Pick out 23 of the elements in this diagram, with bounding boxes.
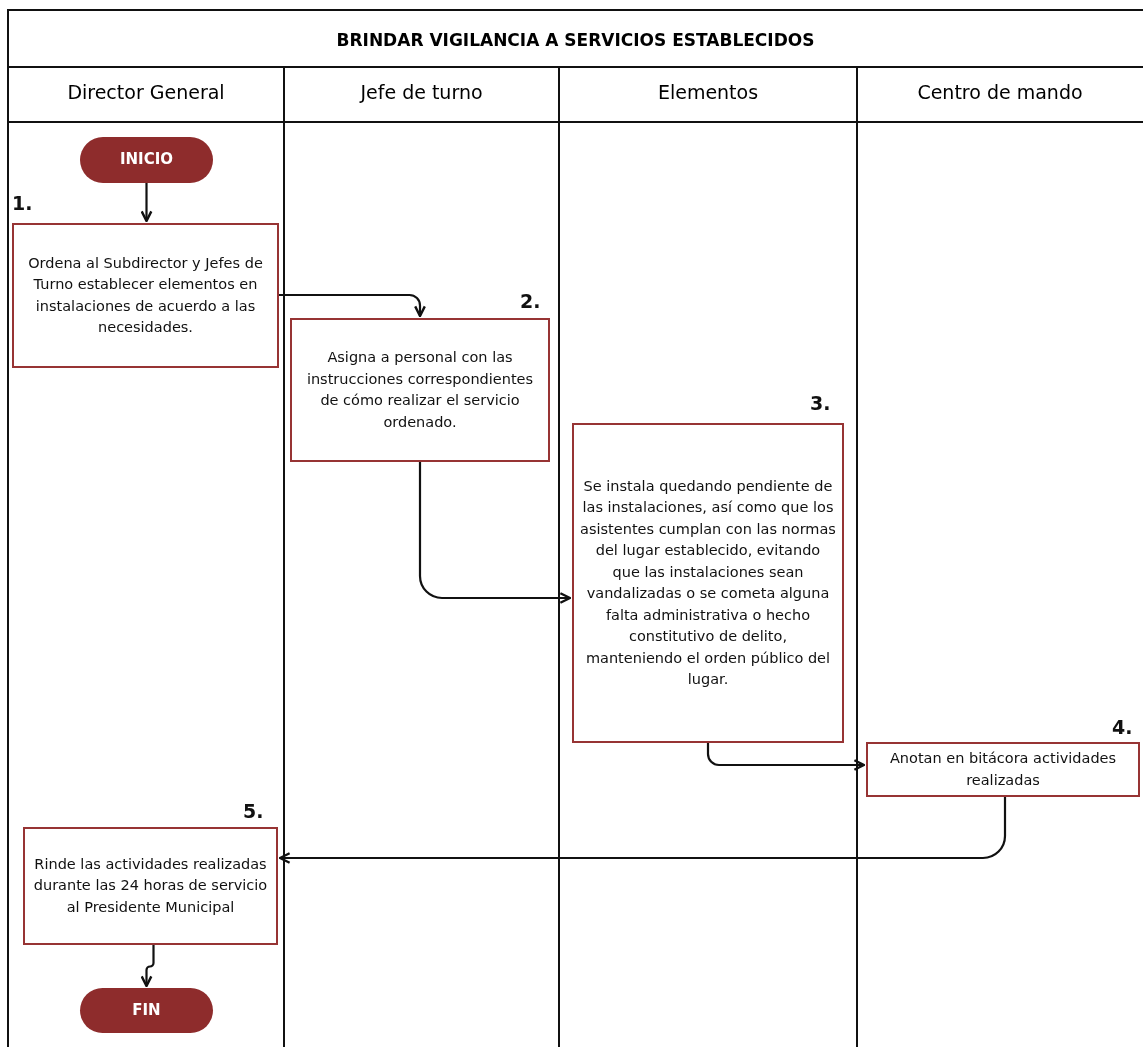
process-box: Anotan en bitácora actividades realizadas [866,742,1140,797]
lane-header: Centro de mando [916,81,1084,103]
process-box: Rinde las actividades realizadas durante las 24 horas de servicio al Presidente Municipal [23,827,278,945]
flow-arrow [140,945,155,988]
flow-arrow [279,293,426,318]
flow-arrow [418,462,572,604]
process-box: Asigna a personal con las instrucciones correspondientes de cómo realizar el servicio ordenado. [290,318,550,462]
lane-header: Jefe de turno [358,81,484,103]
lane-header: Director General [66,81,226,103]
flow-arrow [278,797,1007,864]
step-number: 1. [12,192,33,214]
flow-arrow [140,183,153,223]
step-number: 2. [520,290,541,312]
terminator-pill: INICIO [80,137,213,183]
step-number: 5. [243,800,264,822]
diagram-title: BRINDAR VIGILANCIA A SERVICIOS ESTABLECIDOS [335,30,816,50]
process-box: Se instala quedando pendiente de las instalaciones, así como que los asistentes cumplan con las normas del lugar establecido, evitando que las instalaciones sean vandalizadas o se cometa alguna falta administrativa o hecho constitutivo de delito, manteniendo el orden público del lugar. [572,423,844,743]
step-number: 4. [1112,716,1133,738]
lane-header: Elementos [656,81,760,103]
step-number: 3. [810,392,831,414]
process-box: Ordena al Subdirector y Jefes de Turno establecer elementos en instalaciones de acuerdo a las necesidades. [12,223,279,368]
terminator-pill: FIN [80,988,213,1033]
flow-arrow [706,743,866,771]
